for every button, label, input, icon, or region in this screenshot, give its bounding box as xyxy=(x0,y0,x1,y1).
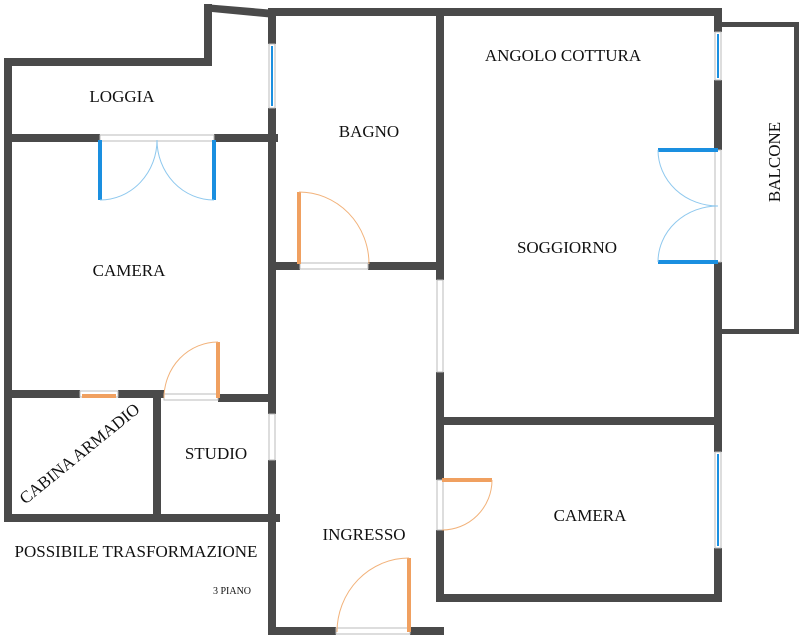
wall-loggia-slant xyxy=(204,4,275,18)
opening-entrance xyxy=(335,627,411,635)
wall-v2-bottom xyxy=(436,530,444,602)
wall-right-b xyxy=(714,80,722,150)
label-camera-left: CAMERA xyxy=(93,261,166,280)
label-studio: STUDIO xyxy=(185,444,247,463)
label-soggiorno: SOGGIORNO xyxy=(517,238,617,257)
label-camera-right: CAMERA xyxy=(554,506,627,525)
wall-right-c xyxy=(714,262,722,452)
door-camera-swing xyxy=(163,341,219,399)
wall-right-d xyxy=(714,548,722,600)
walls xyxy=(4,4,799,635)
wall-loggia-camera-a xyxy=(4,134,100,142)
wall-top xyxy=(270,8,722,16)
wall-balcone-bottom xyxy=(722,329,798,334)
wall-bottom-left xyxy=(4,514,280,522)
label-bagno: BAGNO xyxy=(339,122,399,141)
label-loggia: LOGGIA xyxy=(89,87,155,106)
wall-bottom-right xyxy=(436,594,722,602)
wall-ingresso-bottom-b xyxy=(410,627,444,635)
wall-v2-mid xyxy=(436,372,444,480)
wall-camera-bottom-c xyxy=(218,394,276,402)
wall-loggia-step xyxy=(204,4,212,66)
opening-studio-ingresso xyxy=(268,413,276,461)
wall-ingresso-left-a xyxy=(268,398,276,414)
label-ingresso: INGRESSO xyxy=(322,525,405,544)
wall-balcone-top xyxy=(722,22,798,27)
wall-ingresso-left-b xyxy=(268,460,276,635)
wall-ingresso-bottom-a xyxy=(276,627,336,635)
wall-camera-bottom-b xyxy=(118,390,164,398)
label-balcone: BALCONE xyxy=(765,122,784,202)
wall-right-a xyxy=(714,8,722,32)
door-camera-right-swing xyxy=(441,479,493,531)
wall-v1-mid xyxy=(268,108,276,398)
wall-loggia-camera-b xyxy=(214,134,278,142)
door-bagno-swing xyxy=(298,191,370,265)
opening-bagno-door xyxy=(299,262,369,270)
door-loggia-swing-right xyxy=(156,139,215,201)
label-angolo-cottura: ANGOLO COTTURA xyxy=(485,46,642,65)
label-possibile-trasformazione: POSSIBILE TRASFORMAZIONE xyxy=(15,542,258,561)
doors xyxy=(82,139,719,633)
wall-left xyxy=(4,138,12,522)
label-cabina-armadio: CABINA ARMADIO xyxy=(16,400,144,508)
wall-loggia-top xyxy=(4,58,210,66)
wall-v2-top xyxy=(436,8,444,280)
opening-camera-right-door xyxy=(436,479,444,531)
door-balcone-swing-bottom xyxy=(657,205,719,263)
door-entrance-swing xyxy=(336,557,410,633)
opening-camera-door xyxy=(163,393,219,401)
wall-bagno-bottom-b xyxy=(368,262,444,270)
wall-bagno-bottom-a xyxy=(276,262,300,270)
opening-ingresso-soggiorno xyxy=(436,279,444,373)
door-balcone-swing-top xyxy=(657,149,719,207)
wall-cabina-studio xyxy=(153,392,161,518)
wall-soggiorno-camera xyxy=(444,417,722,425)
label-floor: 3 PIANO xyxy=(213,586,251,597)
wall-v1-top xyxy=(268,8,276,44)
wall-camera-bottom-a xyxy=(4,390,80,398)
door-loggia-swing-left xyxy=(99,139,158,201)
wall-balcone-right xyxy=(794,22,799,334)
wall-loggia-left xyxy=(4,58,12,138)
